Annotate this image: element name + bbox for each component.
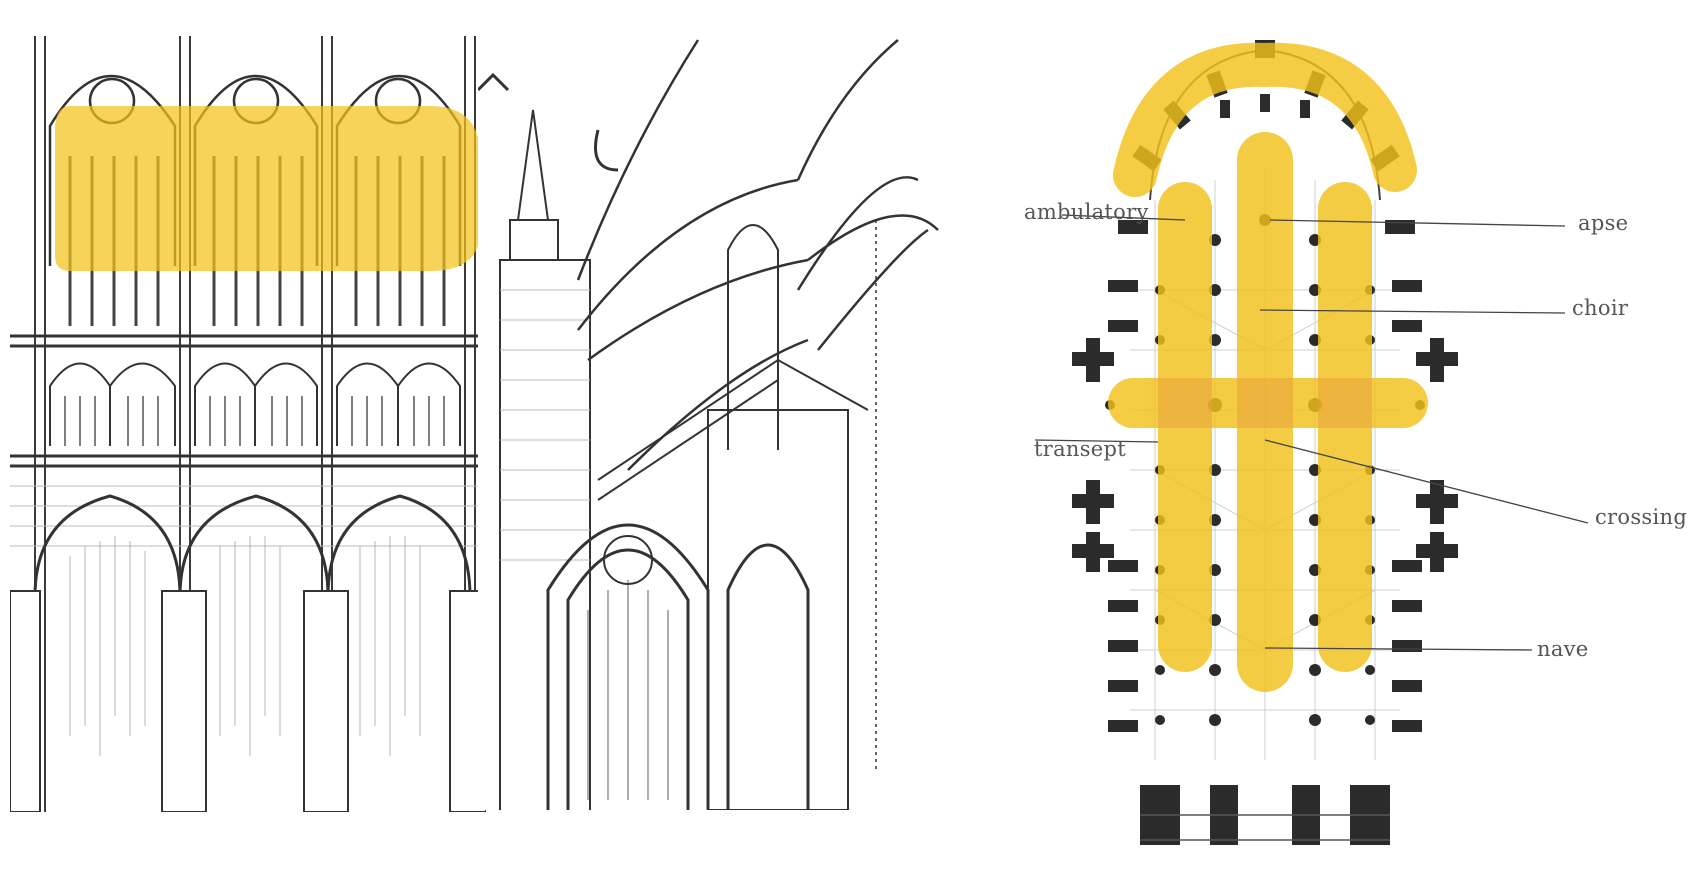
label-choir: choir: [1572, 296, 1629, 320]
nave-elevation-drawing: [10, 36, 486, 812]
label-nave: nave: [1537, 637, 1589, 661]
label-apse: apse: [1578, 211, 1629, 235]
label-crossing: crossing: [1595, 505, 1688, 529]
flying-buttress-section-drawing: [478, 30, 1018, 810]
cathedral-floor-plan: [1010, 20, 1690, 870]
label-transept: transept: [1034, 437, 1127, 461]
label-ambulatory: ambulatory: [1024, 200, 1149, 224]
